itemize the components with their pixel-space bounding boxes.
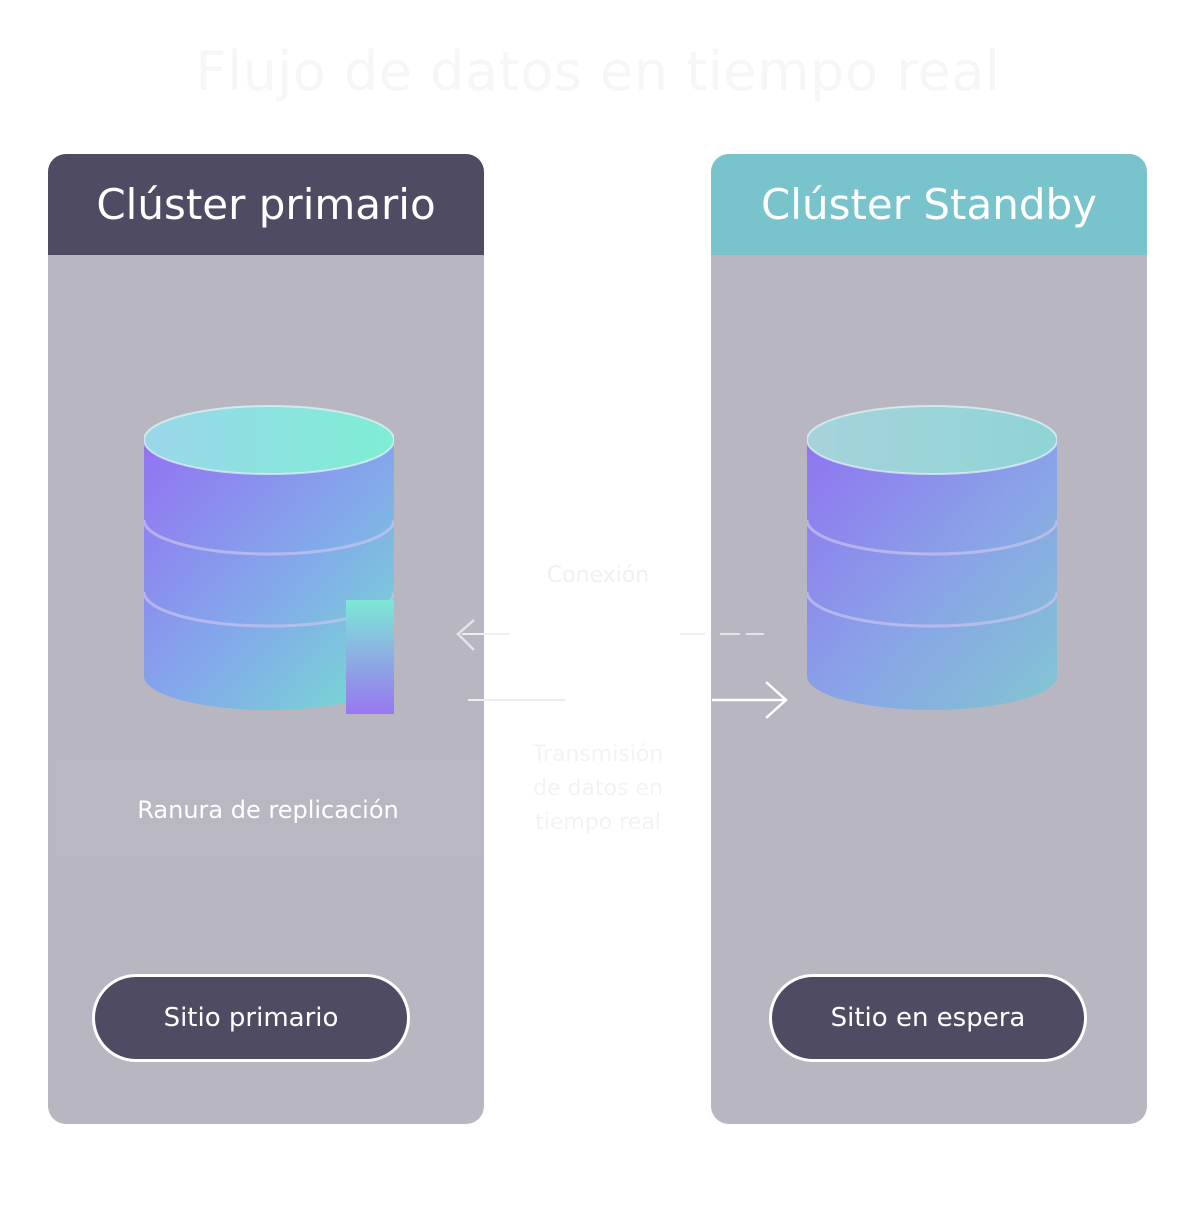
stream-label-line: Transmisión [532, 742, 664, 767]
standby-cluster-header: Clúster Standby [711, 154, 1147, 255]
stream-label-line: de datos en [533, 776, 663, 801]
diagram-title: Flujo de datos en tiempo real [195, 40, 1001, 103]
stream-label-line: tiempo real [535, 810, 661, 835]
replication-slot-label: Ranura de replicación [137, 796, 399, 824]
database-icon [807, 405, 1057, 710]
primary-cluster-panel: Clúster primario Ranu [48, 154, 484, 1124]
arrow-right-icon [468, 681, 788, 719]
database-icon [144, 405, 394, 714]
replication-slot: Ranura de replicación [50, 760, 484, 860]
standby-cluster-panel: Clúster Standby Sitio en espera [711, 154, 1147, 1124]
primary-cluster-header: Clúster primario [48, 154, 484, 255]
file-icon [346, 600, 394, 714]
standby-site-button[interactable]: Sitio en espera [769, 974, 1087, 1062]
stream-label: Transmisión de datos en tiempo real [510, 738, 686, 840]
arrow-left-icon [456, 619, 764, 651]
connection-label: Conexión [546, 563, 650, 588]
primary-site-button[interactable]: Sitio primario [92, 974, 410, 1062]
